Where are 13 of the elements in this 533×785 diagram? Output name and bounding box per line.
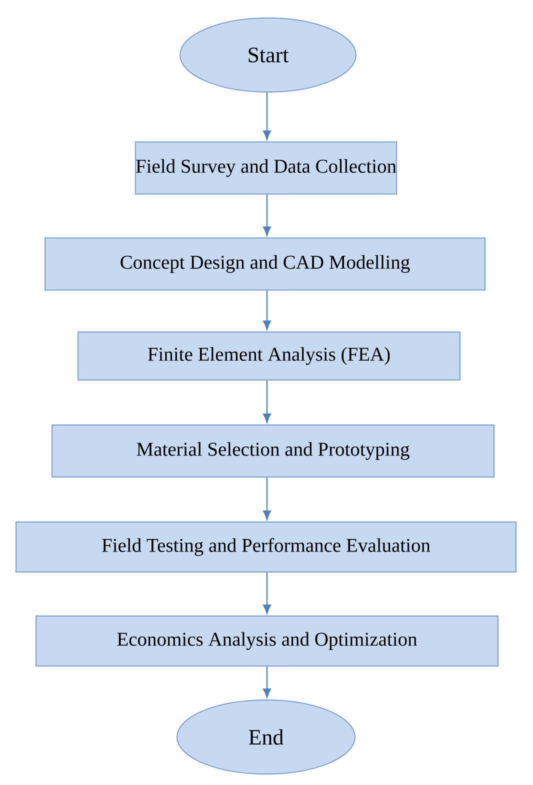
arrow — [262, 194, 271, 236]
arrow — [262, 478, 271, 520]
process-box: Field Testing and Performance Evaluation — [16, 522, 516, 572]
arrow — [262, 290, 271, 330]
arrow — [262, 666, 271, 698]
process-box: Concept Design and CAD Modelling — [44, 238, 486, 290]
process-box: Economics Analysis and Optimization — [36, 616, 498, 666]
process-box: Finite Element Analysis (FEA) — [78, 332, 460, 380]
arrow — [262, 92, 271, 140]
arrow — [262, 380, 271, 423]
process-box: Material Selection and Prototyping — [52, 424, 494, 478]
arrow — [262, 572, 271, 614]
process-box: Field Survey and Data Collection — [134, 142, 397, 194]
